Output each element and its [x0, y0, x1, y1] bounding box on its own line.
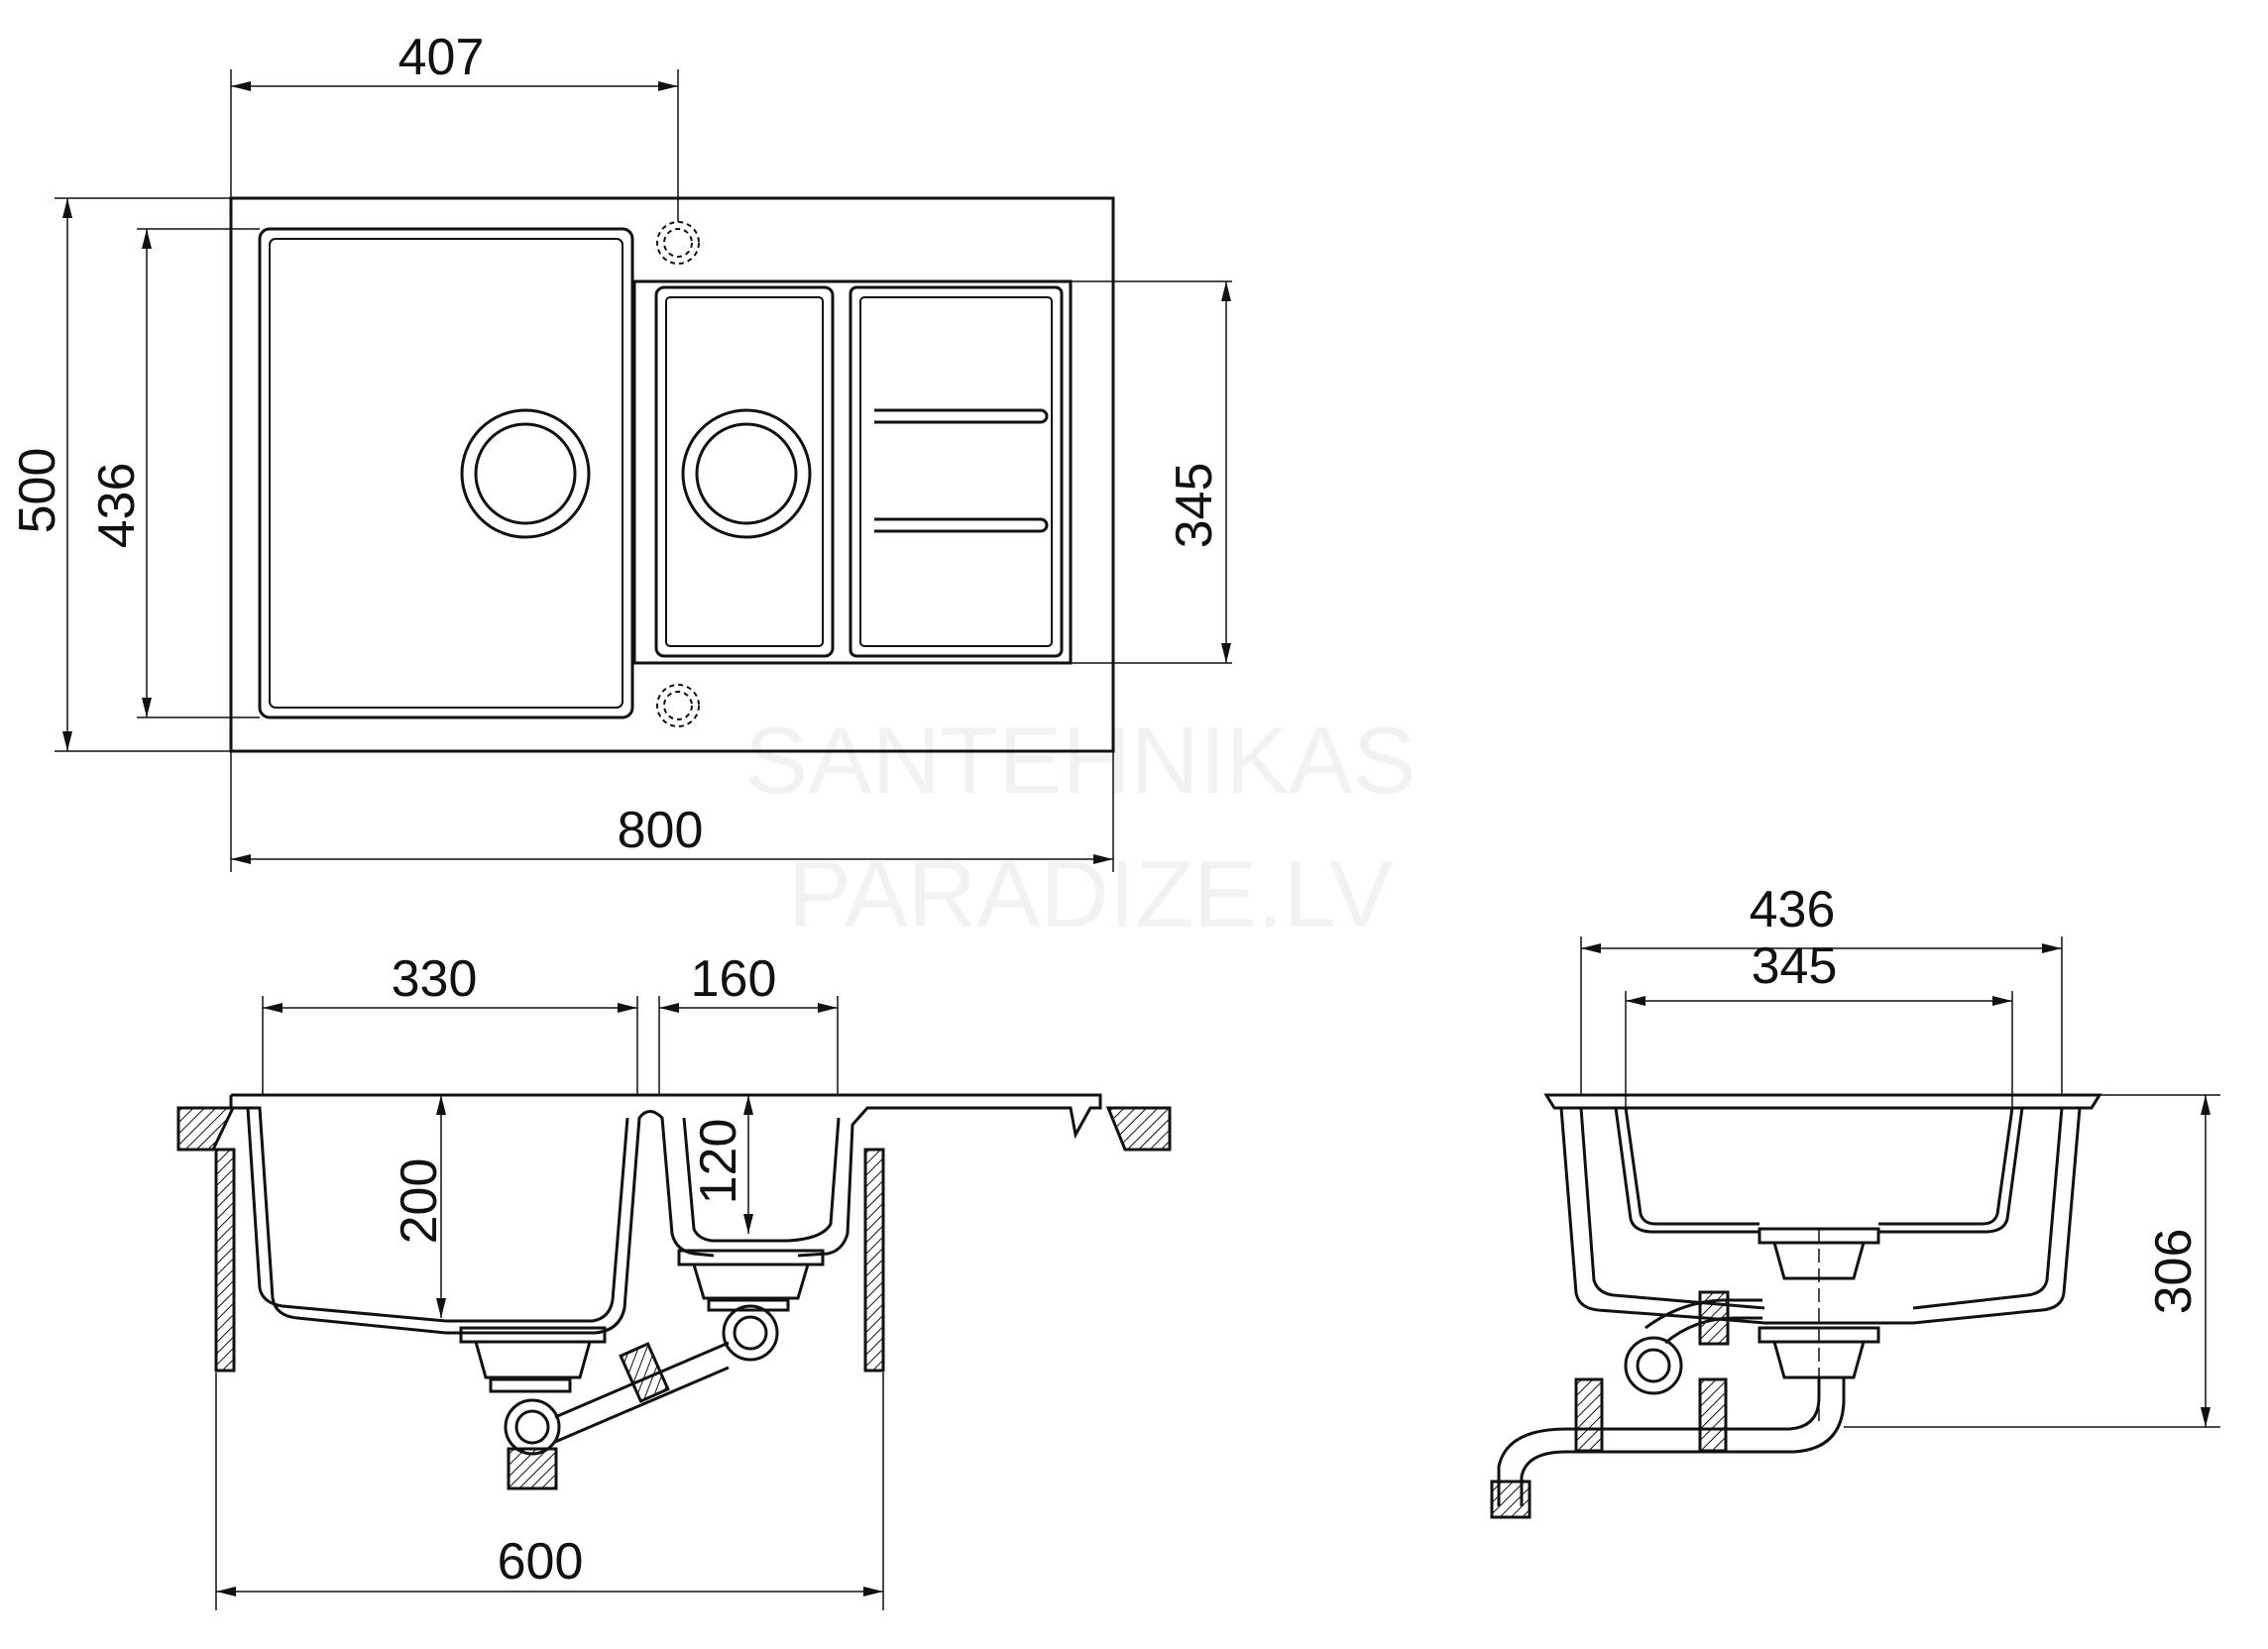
dim-side-small-bowl-depth: 345 [1752, 937, 1838, 995]
side-inner-bowl [1614, 1107, 2024, 1241]
front-view-labels: 330 160 200 120 600 [391, 950, 776, 1591]
dim-overall-depth: 500 [9, 448, 66, 534]
cabinet-wall-left [214, 1148, 236, 1373]
dim-overall-width: 800 [618, 802, 704, 859]
dim-small-bowl-width: 160 [691, 950, 777, 1008]
drainer-rib-2 [874, 517, 1049, 533]
tap-hole-icon [656, 221, 700, 727]
dim-small-bowl-depth: 345 [1166, 463, 1223, 549]
dim-big-bowl-height: 200 [391, 1158, 448, 1245]
dim-cabinet-width: 600 [498, 1533, 584, 1591]
side-trap [1497, 1377, 1846, 1506]
small-bowl-drain-icon [681, 408, 812, 539]
dim-overall-height: 306 [2145, 1229, 2203, 1315]
large-bowl-outer [258, 227, 634, 719]
hose-coupling-icon [619, 1342, 670, 1403]
watermark: SANTEHNIKAS PARADIZE.LV [744, 708, 1416, 947]
countertop-right [1105, 1106, 1172, 1152]
dim-tap-hole-offset: 407 [398, 29, 485, 86]
front-view [176, 996, 1172, 1610]
small-bowl-inner [654, 285, 835, 658]
sink-front-profile [229, 1093, 1102, 1335]
watermark-line-1: SANTEHNIKAS [744, 708, 1416, 814]
dim-small-bowl-height: 120 [690, 1119, 747, 1205]
countertop-left [176, 1106, 236, 1152]
top-view-labels: 407 500 436 345 800 [9, 29, 1223, 859]
side-view [1490, 936, 2220, 1519]
dim-side-big-bowl-depth: 436 [1750, 881, 1836, 938]
drainer-rib-1 [874, 408, 1049, 424]
side-overflow-icon [1624, 1336, 1683, 1395]
cabinet-wall-right [863, 1148, 885, 1373]
small-bowl-outer [632, 279, 1073, 665]
side-view-labels: 436 345 306 [1750, 881, 2203, 1314]
side-outer-bowl [1559, 1107, 2082, 1325]
dim-big-bowl-depth: 436 [88, 463, 146, 549]
top-view [55, 69, 1232, 872]
dim-big-bowl-width: 330 [392, 950, 478, 1008]
large-bowl-inner [269, 238, 624, 709]
side-outlet-icon [1490, 1480, 1531, 1519]
large-bowl-drain-icon [460, 408, 591, 539]
front-outlet-icon [507, 1447, 558, 1490]
side-rim [1543, 1093, 2102, 1110]
drainer-board [849, 285, 1064, 658]
sink-outline [229, 196, 1115, 753]
watermark-line-2: PARADIZE.LV [788, 841, 1393, 947]
